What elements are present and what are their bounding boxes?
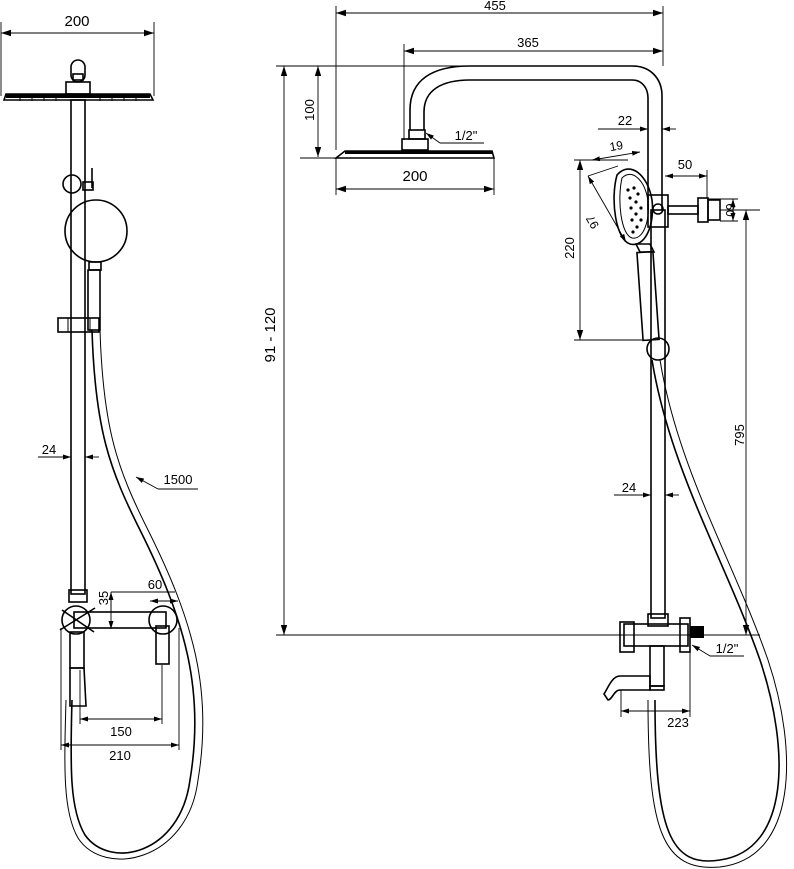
side-dim-holder-span: 220 xyxy=(562,159,652,341)
front-hose-length-label: 1500 xyxy=(164,472,193,487)
side-dim-bracket-depth: 50 xyxy=(665,157,708,198)
side-dim-head-drop: 100 xyxy=(276,65,470,157)
side-overhead-arm xyxy=(409,65,663,210)
side-view: 455 365 100 91 - 120 1/2" xyxy=(262,0,787,868)
front-mixer-width-label: 210 xyxy=(109,748,131,763)
side-head-drop-label: 100 xyxy=(302,99,317,121)
side-dim-head-width: 200 xyxy=(335,158,495,195)
side-rail-width-label: 24 xyxy=(622,480,636,495)
side-hose xyxy=(651,359,780,862)
side-hand-head-length-label: 19 xyxy=(609,138,625,154)
side-riser-rail xyxy=(650,209,666,619)
side-rail-length-label: 795 xyxy=(732,424,747,446)
side-hose-outline xyxy=(647,359,787,868)
front-slide-holder xyxy=(57,317,100,333)
front-hose xyxy=(70,329,196,854)
front-dim-rail-width: 24 xyxy=(38,442,99,460)
front-dim-mixer-height: 35 xyxy=(96,591,114,629)
side-arm-reach-label: 365 xyxy=(517,35,539,50)
front-hose-outline xyxy=(64,329,204,860)
side-dim-rail-width: 24 xyxy=(614,480,679,498)
side-dim-hand-head-width: 97 xyxy=(583,165,627,243)
front-hand-shower xyxy=(64,199,128,331)
side-dim-total-reach: 455 xyxy=(335,0,664,150)
front-mixer xyxy=(59,605,178,707)
side-overhead-shower-head xyxy=(300,129,496,159)
side-hand-head-width-label: 97 xyxy=(583,212,602,231)
side-inlet-thread-label: 1/2" xyxy=(716,641,739,656)
side-dim-spout-reach: 223 xyxy=(620,652,691,730)
front-rail-width-label: 24 xyxy=(42,442,56,457)
front-dim-handle-spacing: 150 xyxy=(79,665,163,739)
front-overhead-shower-head xyxy=(2,59,155,101)
side-dim-arm-offset: 22 xyxy=(598,113,676,132)
front-mixer-height-label: 35 xyxy=(96,591,111,605)
front-head-width-label: 200 xyxy=(64,13,89,30)
side-slide-holder xyxy=(646,337,670,361)
side-head-width-label: 200 xyxy=(402,168,427,185)
front-dim-hose-length: 1500 xyxy=(135,472,198,490)
side-wall-bracket xyxy=(647,194,721,228)
side-dim-inlet-thread: 1/2" xyxy=(691,641,744,657)
side-dim-hand-head-length: 19 xyxy=(591,138,641,162)
side-dim-height-range: 91 - 120 xyxy=(262,66,760,636)
side-dim-arm-reach: 365 xyxy=(403,35,663,140)
front-dim-head-width: 200 xyxy=(0,13,155,96)
side-holder-span-label: 220 xyxy=(562,237,577,259)
front-mixer-depth-label: 60 xyxy=(148,577,162,592)
side-arm-offset-label: 22 xyxy=(618,113,632,128)
side-hand-shower-nozzles xyxy=(626,186,643,234)
front-riser-rail xyxy=(70,99,86,595)
side-total-reach-label: 455 xyxy=(484,0,506,13)
side-dim-rail-length: 795 xyxy=(720,209,760,635)
side-mixer xyxy=(603,613,704,701)
front-dim-mixer-width: 210 xyxy=(60,628,180,763)
side-bracket-depth-label: 50 xyxy=(678,157,692,172)
front-view: 200 24 1500 60 35 xyxy=(0,13,204,860)
side-dim-head-thread: 1/2" xyxy=(425,128,484,144)
side-spout-reach-label: 223 xyxy=(667,715,689,730)
front-handle-spacing-label: 150 xyxy=(110,724,132,739)
front-diverter-knob xyxy=(62,168,94,194)
side-head-thread-label: 1/2" xyxy=(455,128,478,143)
front-rail-collar xyxy=(68,589,88,603)
side-height-range-label: 91 - 120 xyxy=(262,307,279,362)
front-head-nozzles xyxy=(19,98,137,101)
